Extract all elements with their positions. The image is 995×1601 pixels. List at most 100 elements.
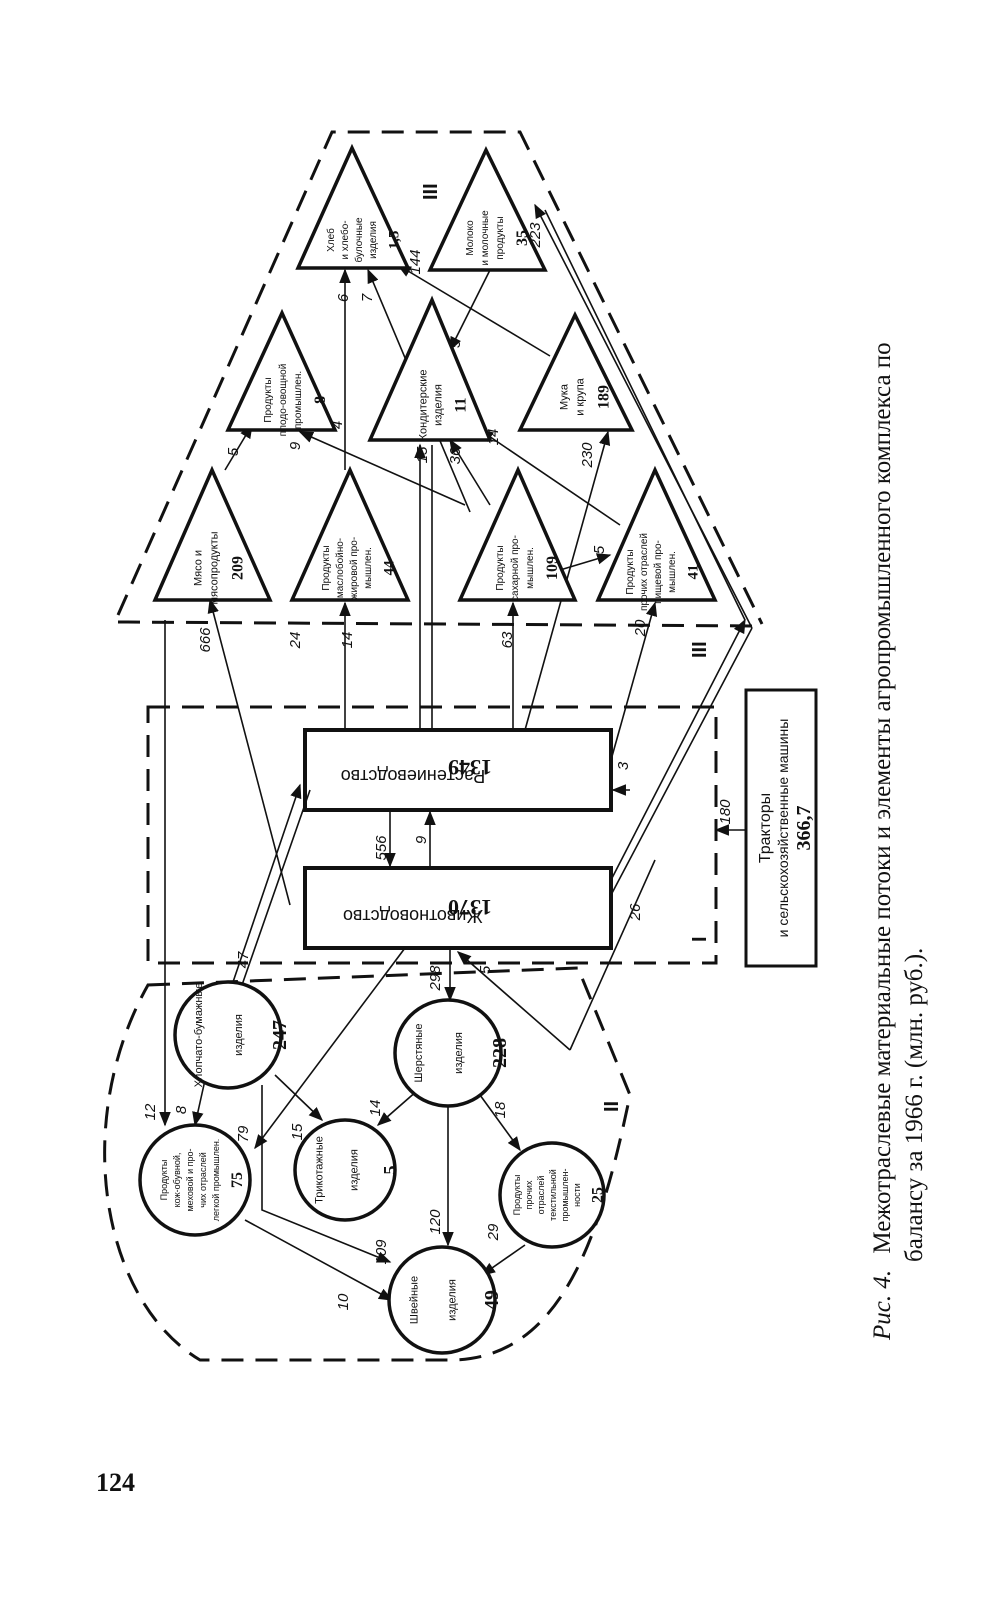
caption: Рис. 4. Межотраслевые материальные поток… [869, 342, 928, 1341]
flow-line-othertext-animal [456, 951, 571, 1051]
food-confect-value: 11 [452, 397, 469, 412]
food-oil-value: 44 [382, 560, 398, 576]
flow-value-f6: 6 [335, 293, 352, 302]
food-bread-line: Хлеб [325, 228, 337, 252]
food-sugar-line: мышлен. [525, 547, 536, 589]
light-othertext-line: отраслей [536, 1176, 546, 1215]
meat-products-triangle [152, 465, 273, 602]
food-oil-line: Продукты [321, 545, 332, 590]
food-sugar-line: сахарной про- [510, 535, 521, 601]
light-othertext-line: ности [572, 1183, 582, 1207]
food-sugar-label: Продукты сахарной про-мышлен. 109 [495, 535, 561, 601]
sugar-products-triangle [457, 465, 578, 602]
light-knit-line: изделия [348, 1149, 360, 1191]
food-oil-line: жировой про- [349, 537, 360, 599]
other-textile-circle [498, 1141, 606, 1249]
flow-value-f10: 10 [335, 1293, 352, 1310]
food-flour-line: и крупа [575, 377, 587, 415]
food-meat-value: 209 [229, 556, 246, 580]
food-bread-line: и хлебо- [339, 220, 351, 259]
flow-value-f144: 144 [407, 249, 424, 274]
food-oil-line: маслобойно- [334, 538, 346, 598]
other-food-triangle [595, 465, 718, 602]
flow-value-f20: 20 [632, 619, 649, 637]
sewing-circle [387, 1245, 497, 1355]
light-cotton-value: 247 [269, 1020, 291, 1050]
food-flour-line: Мука [559, 383, 571, 410]
flow-value-f14b: 14 [485, 429, 502, 446]
flow-line-crop-otherfood [610, 601, 658, 761]
flow-value-f15b: 15 [289, 1123, 306, 1140]
light-cotton-line: Хлопчато-бумажные [193, 983, 205, 1088]
light-othertext-line: текстильной [548, 1169, 558, 1221]
food-fruitveg-line: промышлен. [293, 371, 304, 429]
food-flour-label: Мука и крупа 189 [559, 377, 613, 415]
zone-III-boundary [116, 130, 764, 625]
flow-line-wool-knit [376, 1089, 419, 1126]
flow-value-f556: 556 [373, 835, 390, 861]
flow-line-animal-meat [207, 598, 291, 906]
flow-line-sugar-fruitveg [298, 431, 466, 506]
crop-production-value: 1349 [448, 755, 492, 780]
flow-value-f109: 109 [373, 1239, 390, 1265]
flow-line-sugar-otherfood [559, 553, 612, 571]
flow-value-f5b: 5 [447, 339, 464, 348]
light-leather-line: легкой промышлен. [211, 1139, 221, 1222]
food-milk-line: Молоко [465, 220, 476, 256]
food-otherfood-line: мышлен. [667, 551, 678, 593]
food-flour-value: 189 [595, 385, 612, 409]
light-knit-value: 5 [380, 1166, 400, 1175]
food-bread-line: изделия [368, 221, 379, 259]
flour-triangle [517, 311, 635, 432]
animal-husbandry-box: Животноводство 1370 [303, 866, 613, 950]
tractors-box: Тракторы и сельскохозяйственные машины 3… [744, 688, 818, 968]
flow-value-f9: 9 [287, 441, 304, 450]
light-wool-line: изделия [453, 1032, 465, 1074]
leather-circle [138, 1123, 252, 1237]
light-cotton-label: Хлопчато-бумажные изделия 247 [193, 983, 291, 1088]
tractors-value: 366,7 [793, 806, 815, 851]
flow-value-f14a: 14 [339, 632, 356, 649]
light-wool-value: 228 [489, 1038, 511, 1068]
caption-text-1: Межотраслевые материальные потоки и элем… [869, 342, 896, 1253]
flow-line-animal-milk [610, 618, 746, 881]
food-otherfood-line: пищевой про- [653, 540, 664, 604]
food-milk-line: продукты [495, 216, 506, 259]
zone-III-base [117, 620, 763, 628]
flow-value-f15a: 15 [414, 446, 431, 463]
food-oil-line: мышлен. [363, 547, 374, 589]
flow-value-f230: 230 [579, 442, 596, 469]
flow-value-f5d: 5 [477, 965, 494, 974]
flow-value-f8: 8 [173, 1105, 190, 1114]
food-sugar-line: Продукты [495, 545, 506, 590]
flow-value-f9b: 9 [413, 835, 430, 844]
light-othertext-value: 25 [589, 1187, 606, 1203]
flow-line-wool-othertext [479, 1094, 521, 1152]
flow-value-f14c: 14 [367, 1100, 384, 1117]
light-othertext-line: промышлен- [560, 1169, 570, 1222]
flow-value-f63: 63 [499, 631, 516, 648]
flow-value-f24: 24 [287, 632, 304, 650]
food-sugar-value: 109 [544, 556, 561, 580]
flow-value-f29: 29 [485, 1223, 502, 1241]
light-cotton-line: изделия [233, 1014, 245, 1056]
light-wool-line: Шерстяные [413, 1024, 425, 1083]
flow-line-sugar-confect [449, 438, 491, 506]
flow-value-f5a: 5 [225, 447, 242, 456]
caption-line-1: Рис. 4. Межотраслевые материальные поток… [869, 342, 896, 1341]
flow-line-flour-bread [396, 264, 551, 357]
flow-line-othertext-sewing [480, 1244, 526, 1276]
caption-line-2: балансу за 1966 г. (млн. руб.). [901, 948, 928, 1262]
flow-value-f5c: 5 [591, 545, 608, 554]
zone-II-boundary [103, 966, 632, 1362]
flow-line-meat-fruitveg [224, 423, 253, 471]
light-sewing-line: Швейные [408, 1276, 420, 1324]
confectionery-triangle [367, 295, 493, 442]
